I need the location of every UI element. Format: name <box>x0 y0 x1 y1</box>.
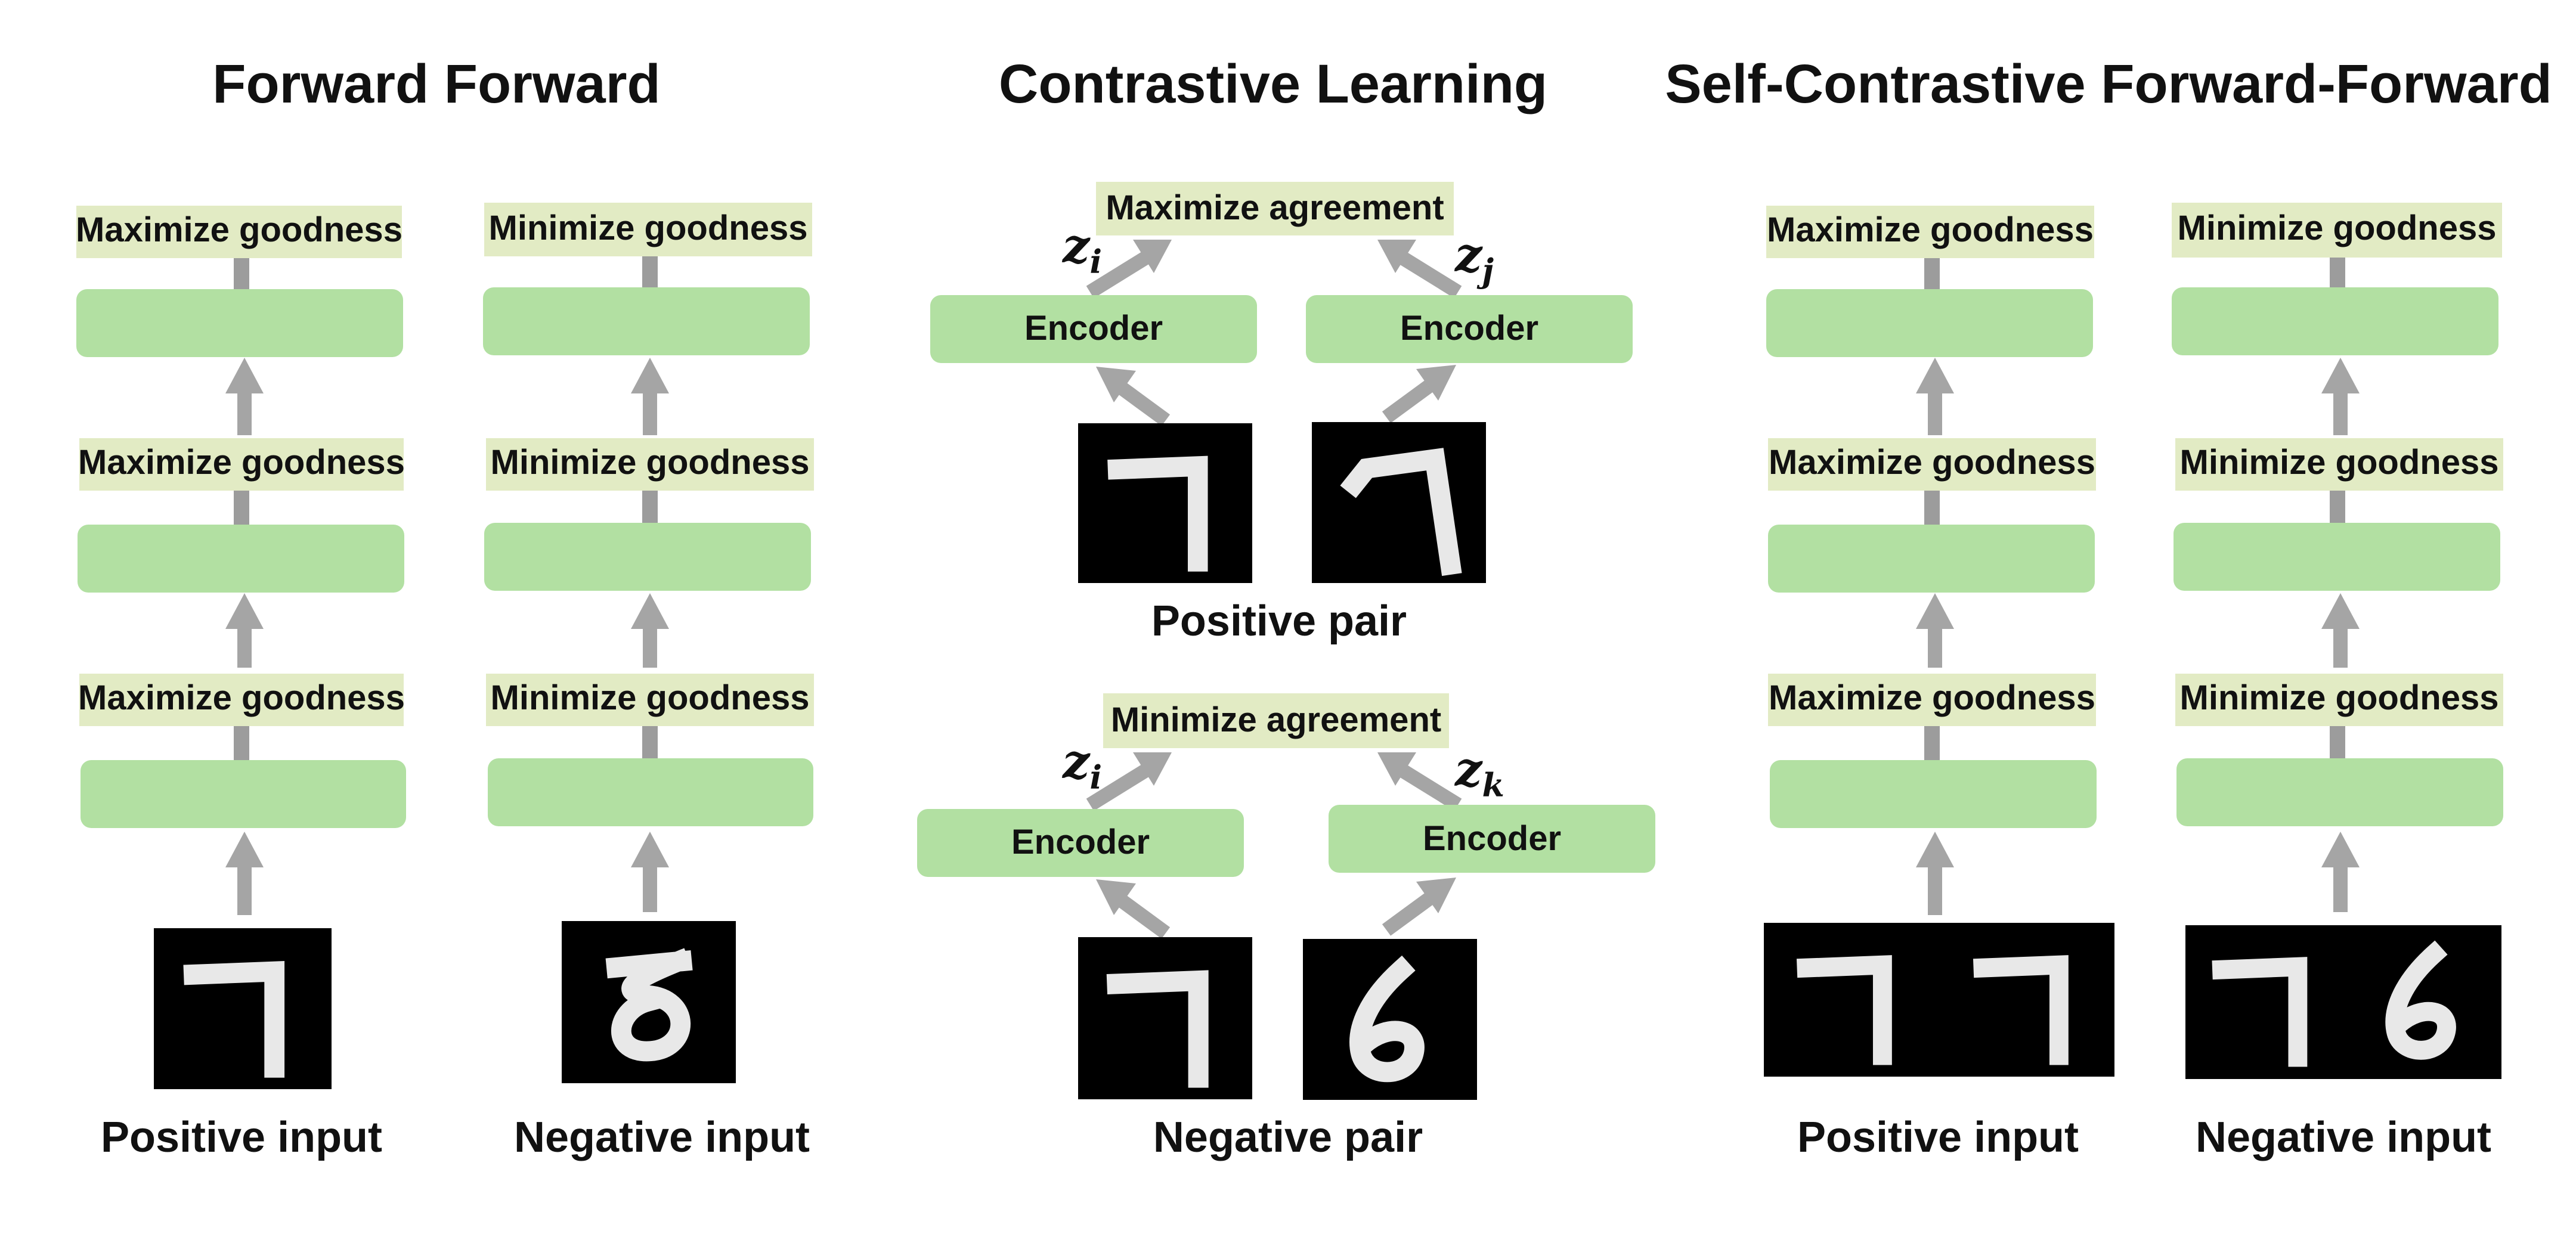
cl-pos-encoder-left <box>930 295 1257 363</box>
scff-negative-layer-3 <box>2172 287 2498 355</box>
scff-negative-arrow-input <box>2321 832 2360 912</box>
cl-neg-arrow-left-input <box>1096 879 1171 939</box>
cl-neg-arrow-right-input <box>1382 878 1456 936</box>
scff-positive-layer-label-3 <box>1766 206 2094 258</box>
scff-positive-caption: Positive input <box>1797 1114 2079 1161</box>
scff-positive-stack: Maximize goodness Maximize goodness Maxi… <box>1764 206 2114 1161</box>
ff-positive-image <box>154 928 332 1089</box>
cl-neg-encoder-left-text: Encoder <box>1011 823 1150 861</box>
scff-negative-layer-2 <box>2174 523 2500 591</box>
ff-positive-arrow-2 <box>225 358 264 435</box>
cl-pos-encoder-right <box>1306 295 1633 363</box>
ff-negative-image <box>562 921 736 1083</box>
cl-pos-image-left <box>1078 423 1252 583</box>
scff-positive-arrow-2 <box>1916 358 1954 435</box>
cl-neg-encoder-right-text: Encoder <box>1423 819 1561 858</box>
cl-neg-arrow-zi <box>1086 752 1172 811</box>
scff-negative-layer-1 <box>2176 758 2503 826</box>
ff-negative-layer-label-1 <box>486 674 814 726</box>
ff-negative-arrow-input <box>631 832 669 912</box>
cl-pos-zj-label: zj <box>1454 227 1494 290</box>
cl-pos-arrow-zi <box>1086 240 1172 299</box>
ff-positive-layer-label-3 <box>76 206 402 258</box>
scff-negative-layer-label-2 <box>2175 438 2503 491</box>
ff-positive-caption: Positive input <box>101 1114 382 1161</box>
cl-neg-zk-label: zk <box>1454 741 1504 804</box>
cl-neg-encoder-right <box>1329 805 1655 873</box>
cl-pos-zi-label: zi <box>1061 218 1102 281</box>
cl-negative-pair-caption: Negative pair <box>1153 1114 1423 1161</box>
cl-neg-image-left <box>1078 937 1252 1099</box>
scff-positive-layer-3 <box>1766 289 2093 357</box>
cl-pos-encoder-right-text: Encoder <box>1400 309 1538 348</box>
cl-pos-arrow-left-input <box>1096 367 1171 426</box>
ff-positive-layer-label-2 <box>79 438 404 491</box>
ff-negative-arrow-1 <box>631 593 669 668</box>
ff-positive-arrow-input <box>225 832 264 915</box>
title-contrastive-learning: Contrastive Learning <box>999 54 1547 114</box>
scff-positive-layer-2-text: Maximize goodness <box>1769 443 2095 482</box>
cl-minimize-agreement-text: Minimize agreement <box>1111 700 1441 739</box>
cl-pos-arrow-zj <box>1377 240 1462 299</box>
ff-positive-layer-3 <box>76 289 403 357</box>
title-self-contrastive-ff: Self-Contrastive Forward-Forward <box>1665 54 2552 114</box>
ff-positive-layer-label-1 <box>79 674 404 726</box>
scff-negative-stack: Minimize goodness Minimize goodness Mini… <box>2172 203 2503 1161</box>
ff-negative-caption: Negative input <box>514 1114 810 1161</box>
scff-positive-layer-2 <box>1768 525 2095 593</box>
cl-maximize-agreement-box <box>1096 182 1454 235</box>
ff-positive-layer-2-text: Maximize goodness <box>78 443 405 482</box>
scff-positive-arrow-input <box>1916 832 1954 915</box>
cl-positive-pair: Maximize agreement zi zj Encoder Encoder <box>930 182 1633 645</box>
ff-negative-stack: Minimize goodness Minimize goodness Mini… <box>483 203 814 1161</box>
ff-positive-stack: Maximize goodness Maximize goodness Maxi… <box>76 206 406 1161</box>
ff-positive-layer-3-text: Maximize goodness <box>76 210 402 249</box>
cl-minimize-agreement-box <box>1103 693 1449 748</box>
ff-positive-layer-2 <box>78 525 404 593</box>
ff-positive-layer-1-text: Maximize goodness <box>78 678 405 717</box>
scff-positive-layer-1 <box>1770 760 2097 828</box>
scff-positive-arrow-1 <box>1916 593 1954 668</box>
scff-negative-layer-label-3 <box>2172 203 2502 258</box>
ff-negative-layer-2 <box>484 523 811 591</box>
cl-pos-image-right <box>1312 422 1486 583</box>
scff-positive-image <box>1764 923 2114 1077</box>
cl-pos-encoder-left-text: Encoder <box>1024 309 1163 348</box>
ff-negative-layer-2-text: Minimize goodness <box>491 443 810 482</box>
scff-positive-layer-3-text: Maximize goodness <box>1767 210 2094 249</box>
ff-negative-layer-3-text: Minimize goodness <box>489 209 808 247</box>
scff-positive-layer-1-text: Maximize goodness <box>1769 678 2095 717</box>
ff-negative-layer-1-text: Minimize goodness <box>491 678 810 717</box>
ff-negative-layer-3 <box>483 287 810 355</box>
cl-neg-zi-label: zi <box>1061 733 1102 796</box>
scff-negative-caption: Negative input <box>2196 1114 2491 1161</box>
scff-positive-layer-label-1 <box>1768 674 2096 726</box>
scff-negative-layer-label-1 <box>2175 674 2503 726</box>
ff-negative-layer-label-3 <box>484 203 812 256</box>
ff-negative-layer-label-2 <box>486 438 814 491</box>
scff-negative-layer-3-text: Minimize goodness <box>2178 209 2497 247</box>
ff-positive-layer-1 <box>80 760 406 828</box>
cl-neg-arrow-zk <box>1377 752 1462 811</box>
cl-negative-pair: Minimize agreement zi zk Encoder Encoder <box>917 693 1655 1161</box>
cl-pos-arrow-right-input <box>1382 365 1456 423</box>
title-forward-forward: Forward Forward <box>212 54 660 114</box>
ff-negative-layer-1 <box>488 758 813 826</box>
scff-negative-layer-1-text: Minimize goodness <box>2180 678 2499 717</box>
scff-negative-arrow-1 <box>2321 593 2360 668</box>
scff-negative-arrow-2 <box>2321 358 2360 435</box>
ff-negative-arrow-2 <box>631 358 669 435</box>
cl-neg-image-right <box>1303 939 1477 1100</box>
ff-positive-arrow-1 <box>225 593 264 668</box>
scff-negative-layer-2-text: Minimize goodness <box>2180 443 2499 482</box>
cl-positive-pair-caption: Positive pair <box>1151 597 1407 645</box>
scff-positive-layer-label-2 <box>1768 438 2096 491</box>
cl-maximize-agreement-text: Maximize agreement <box>1106 188 1444 227</box>
cl-neg-encoder-left <box>917 809 1244 877</box>
scff-negative-image <box>2185 925 2501 1079</box>
